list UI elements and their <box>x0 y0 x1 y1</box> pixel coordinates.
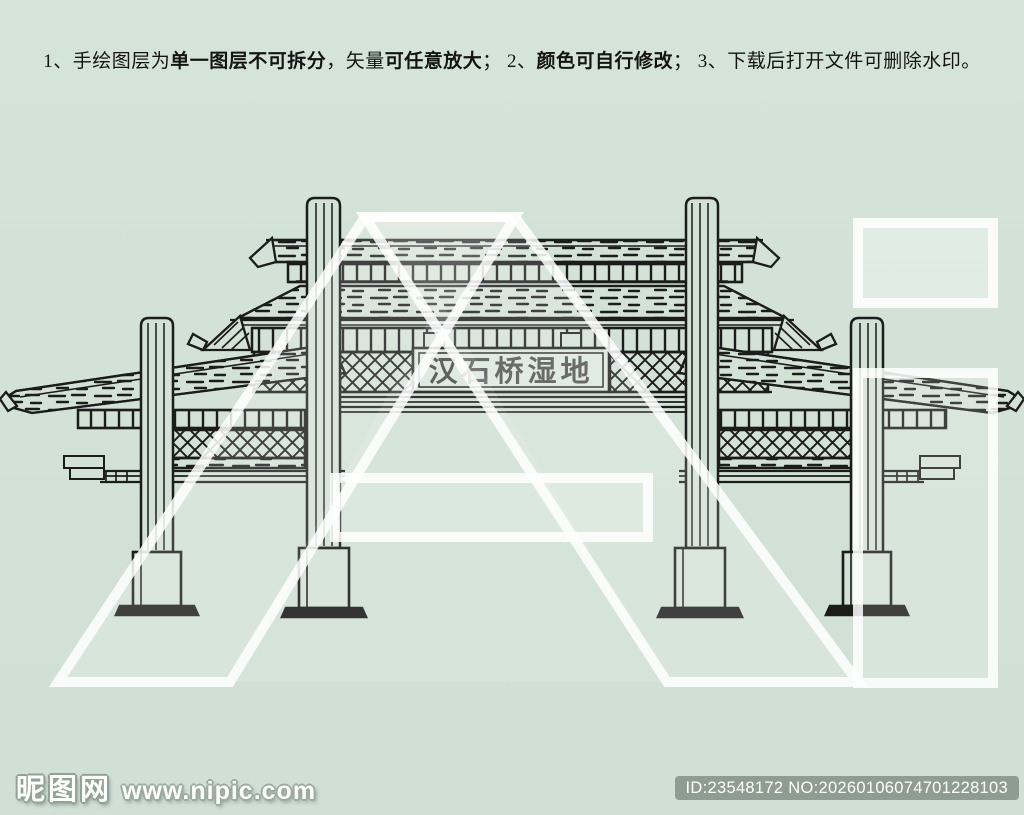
watermark-a-innerwash <box>230 300 667 682</box>
watermark-i-stem <box>853 368 998 688</box>
stone-bases <box>113 546 911 619</box>
watermark-i-dot <box>853 218 998 308</box>
watermark-a-crossbar <box>330 473 653 542</box>
usage-notice: 1、手绘图层为单一图层不可拆分，矢量可任意放大； 2、颜色可自行修改； 3、下载… <box>0 46 1024 73</box>
notice-seg: ，矢量 <box>326 51 385 72</box>
notice-seg: ； 2、 <box>482 51 537 72</box>
left-slat-row <box>76 408 307 430</box>
pillar-base <box>655 546 745 619</box>
side-bays <box>0 342 1024 484</box>
image-id-badge: ID:23548172 NO:20260106074701228103 <box>674 776 1019 800</box>
name-board: 汉石桥湿地 <box>411 346 611 394</box>
central-bay: 汉石桥湿地 <box>186 235 838 413</box>
notice-seg-bold: 颜色可自行修改 <box>536 51 674 72</box>
pillar-base <box>823 550 911 617</box>
notice-seg: 1、手绘图层为 <box>43 51 171 72</box>
pillar-base <box>279 546 369 619</box>
right-slat-row <box>717 408 948 430</box>
ai-watermark <box>48 212 998 688</box>
notice-seg-bold: 单一图层不可拆分 <box>170 51 327 72</box>
right-side-roof <box>677 342 1024 415</box>
notice-seg: ； 3、下载后打开文件可删除水印。 <box>673 51 981 72</box>
site-logo: 昵图网 www.nipic.com <box>16 766 316 808</box>
main-roof <box>186 280 838 352</box>
site-logo-cn: 昵图网 <box>16 774 113 806</box>
site-logo-url: www.nipic.com <box>122 777 317 805</box>
notice-seg-bold: 可任意放大 <box>384 51 483 72</box>
left-outer-pillar <box>139 316 175 554</box>
left-side-roof <box>0 342 347 415</box>
